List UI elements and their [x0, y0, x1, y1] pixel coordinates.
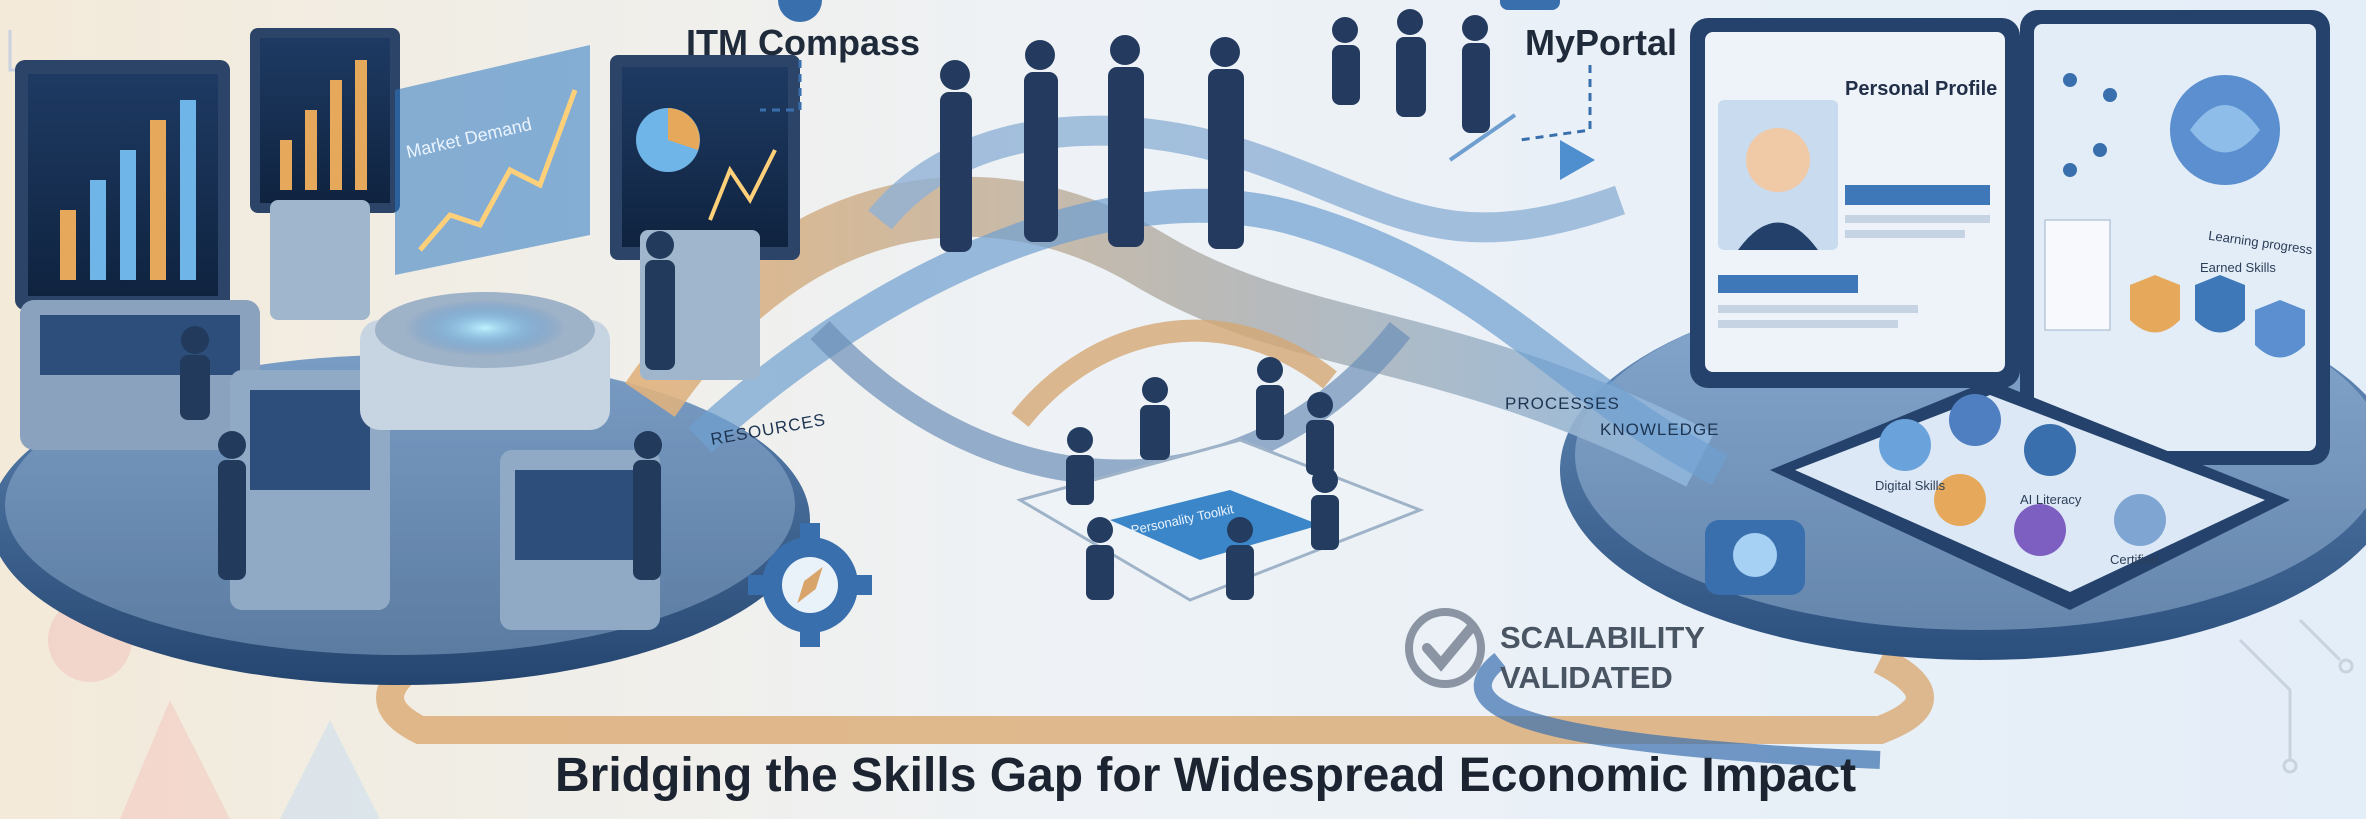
- tablet-badge-label: Certified: [2110, 552, 2159, 567]
- left-monitor-1: [15, 60, 230, 310]
- decor-triangle: [280, 720, 380, 819]
- left-monitor-3: [610, 55, 800, 260]
- tablet-badge-label: Digital Skills: [1875, 478, 1946, 493]
- decor-triangle: [120, 700, 230, 819]
- flow-label-processes: PROCESSES: [1505, 394, 1620, 413]
- handshake-group: [940, 9, 1490, 252]
- market-demand-screen: [395, 45, 590, 275]
- personal-profile-title: Personal Profile: [1845, 78, 1998, 100]
- itm-compass-label: ITM Compass: [686, 22, 921, 63]
- bottom-path: [376, 647, 1934, 744]
- flow-ribbon: [625, 176, 1714, 487]
- myportal-label: MyPortal: [1525, 22, 1678, 63]
- portal-top-icon: [1500, 0, 1560, 10]
- caption-title: Bridging the Skills Gap for Widespread E…: [555, 749, 1857, 802]
- compass-top-icon: [778, 0, 822, 22]
- hologram-device: [360, 292, 610, 430]
- scalability-badge-text: SCALABILITY VALIDATED: [1500, 618, 1705, 698]
- arrow-icon: [1560, 140, 1595, 180]
- compass-gear-icon: [748, 523, 872, 647]
- flow-label-knowledge: KNOWLEDGE: [1600, 420, 1720, 439]
- profile-tablet: [1690, 18, 2020, 388]
- meeting-table: [1016, 357, 1425, 602]
- left-monitor-2: [250, 28, 400, 213]
- earned-skills-label: Earned Skills: [2200, 260, 2276, 275]
- validated-line: VALIDATED: [1500, 660, 1673, 695]
- scalability-line: SCALABILITY: [1500, 620, 1705, 655]
- tablet-badge-label: AI Literacy: [2020, 492, 2082, 507]
- left-workers: [180, 231, 675, 580]
- check-badge-icon: [1405, 608, 1485, 688]
- skills-dashboard: [2020, 10, 2330, 465]
- badges-tablet: [1705, 380, 2290, 610]
